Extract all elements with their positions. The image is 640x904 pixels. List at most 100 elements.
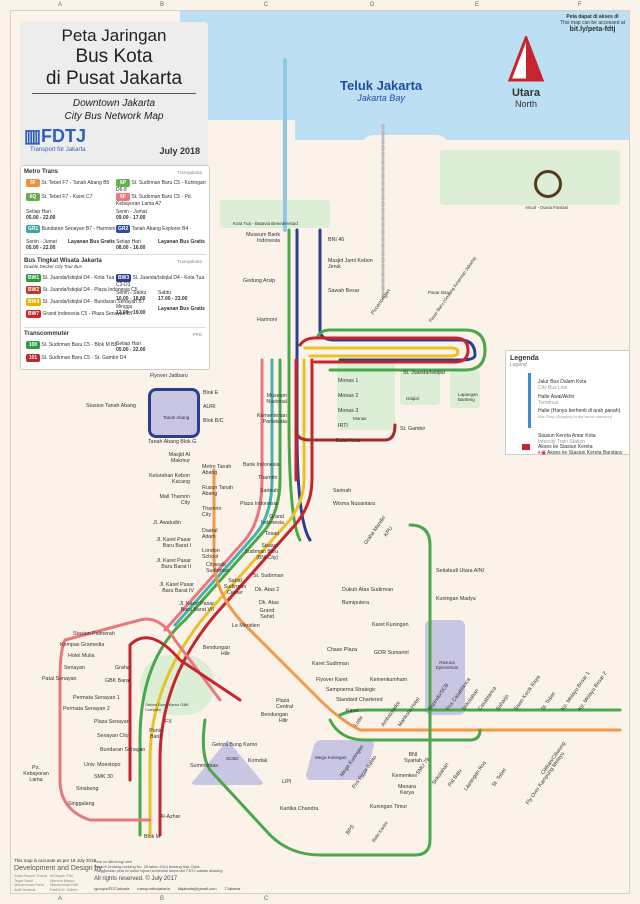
stop-gelora-bung-karno: Gelora Bung Karno [212, 742, 258, 748]
route-gr2-desc: Tanah Abang Explorer B4 [131, 226, 189, 232]
stop-flyover-karet: Flyover Karet [316, 677, 348, 683]
stop-bni-syariah: BNI Syariah [404, 752, 422, 764]
hours-time: 17.00 - 23.00 [158, 296, 188, 302]
title-line-1: Peta Jaringan [61, 26, 167, 45]
free-service-label: Layanan Bus Gratis [158, 306, 205, 312]
grid-col-e: E [475, 2, 480, 8]
landmark-scbd: SCBD [226, 756, 239, 761]
stop-masjid-jami: Masjid Jami Kebon Jeruk [328, 258, 373, 270]
landmark-gbk: Gelora Bung Karno GBK Complex [145, 702, 189, 712]
stop-permata-senayan-2: Permata Senayan 2 [63, 706, 110, 712]
brand-name: FDTJ [41, 126, 87, 146]
stop-kuningan-timur: Kuningan Timur [370, 804, 408, 810]
hours-time: 05.00 - 22.00 [26, 245, 56, 251]
credit-name: Aulia Raysid Thariq [14, 874, 47, 878]
landmark-mega-kuningan: Mega Kuningan [315, 755, 347, 760]
map-bus-icon: ▥ [24, 126, 42, 146]
stop-univ-moestopo: Univ. Moestopo [84, 762, 121, 768]
stop-grand-indonesia: Grand Indonesia [261, 514, 284, 526]
stop-ps-kebayoran-lama: Ps. Kebayoran Lama [23, 765, 49, 783]
stop-kelurahan-kebon-kacang: Kelurahan Kebon Kacang [149, 473, 190, 485]
legend-label: Akses ke Stasiun Kereta Bandara [547, 450, 622, 456]
legend-label-en: Terminus [538, 400, 559, 406]
footer-social: /groups/FDTJakarta transportforjakarta f… [94, 886, 240, 891]
stop-plaza-central: Plaza Central [276, 698, 294, 710]
stop-plaza-senayan: Plaza Senayan [94, 719, 130, 725]
route-badge-bw7: BW7 [26, 310, 42, 318]
stop-setiabudi-utara: Setiabudi Utara AINI [436, 568, 484, 574]
stop-jl-awaludin: Jl. Awaludin [153, 520, 181, 526]
stop-daarul-aitam: Daarul Aitam [202, 528, 218, 540]
footer-license: Peta ini dilindungi oleh Pasal 9 Undang-… [94, 860, 223, 874]
stop-auri: AURI [203, 404, 216, 410]
stop-dk-atas: Dk. Atas [259, 600, 279, 606]
bay-label-id: Teluk Jakarta [340, 78, 423, 93]
landmark-rasuna: Rasuna Epicentrum [435, 660, 459, 670]
monas-park [337, 360, 395, 430]
route-badge-100: 100 [26, 341, 40, 349]
lapangan-banteng [450, 370, 480, 408]
tour-bus-subtitle: Double Decker City Tour Bus [24, 264, 82, 269]
stop-permata-senayan-1: Permata Senayan 1 [73, 695, 120, 701]
stop-stasiun-tanah-abang: Stasiun Tanah Abang [86, 403, 136, 409]
stop-rusun-tanah-abang: Rusun Tanah Abang [202, 485, 234, 497]
ancol-park [440, 150, 620, 205]
north-label: Utara [511, 87, 541, 99]
title-line-2: Bus Kota [75, 46, 153, 67]
stop-blok-e: Blok E [203, 390, 219, 396]
email-link[interactable]: fdtjakarta@gmail.com [177, 886, 217, 891]
tour-bus-title: Bus Tingkat Wisata Jakarta [24, 258, 102, 264]
hours-time: 08.00 - 16.00 [116, 245, 146, 251]
stop-summitmas: Summitmas [190, 763, 218, 769]
subtitle-line-2: City Bus Network Map [64, 111, 164, 122]
footer-credits-2: Al Dayan Fitri Marsha Maura Muhammad Raf… [50, 874, 78, 892]
kota-tua-area [220, 200, 330, 228]
stop-al-azhar: Al-Azhar [160, 814, 181, 820]
stop-kartika-chandra: Kartika Chandra [280, 806, 319, 812]
access-url[interactable]: bit.ly/peta-fdtj [569, 26, 616, 33]
landmark-istiqlal: Istiqlal [406, 396, 419, 401]
stop-tosari: Tosari [265, 531, 280, 537]
title-line-3: di Pusat Jakarta [45, 68, 183, 89]
grid-col-a: A [58, 2, 63, 8]
credit-name: Fadhil M. Sabeh [50, 887, 78, 892]
stop-le-meridien: Le Meridien [232, 623, 260, 629]
tour-bus-section: Bus Tingkat Wisata Jakarta Double Decker… [24, 258, 206, 328]
grid-col-d: D [370, 2, 375, 8]
map-date: July 2018 [159, 146, 200, 156]
hours-time: 05.00 - 22.00 [116, 347, 146, 353]
stop-karet-pasar-baru-barat-4: Jl. Karet Pasar Baru Barat IV [159, 582, 194, 594]
bay-label-en: Jakarta Bay [357, 93, 405, 103]
grid-col-c-bottom: C [264, 896, 269, 902]
services-panel: Metro Trans Transjakarta 5F St. Tebet F7… [20, 165, 210, 370]
hours-days: Setiap Hari [26, 209, 51, 215]
route-badge-6f: 6F [116, 193, 130, 201]
facebook-link[interactable]: /groups/FDTJakarta [94, 886, 130, 891]
instagram-link[interactable]: transportforjakarta [137, 886, 170, 891]
legend-label: Halte Awal/Akhir [538, 394, 575, 400]
route-6f-desc: St. Sudirman Baru C5 - Pd. Kebayoran Lam… [116, 194, 192, 207]
stop-karet-kuningan: Karet Kuningan [372, 622, 409, 628]
metro-trans-section: Metro Trans Transjakarta 5F St. Tebet F7… [24, 169, 206, 255]
metro-trans-operator: Transjakarta [177, 170, 202, 175]
hours-days: Setiap Hari [116, 239, 141, 245]
stop-bank-indonesia: Bank Indonesia [243, 462, 280, 468]
bus-line-sample-icon [528, 373, 531, 428]
stop-graha: Graha [115, 665, 130, 671]
subtitle-line-1: Downtown Jakarta [72, 98, 156, 109]
legend-label-en: City Bus Line [538, 385, 568, 391]
legend-label-en: Intercity Train Station [538, 439, 585, 445]
route-badge-bw4: BW4 [26, 298, 42, 306]
grid-col-f: F [578, 2, 582, 8]
route-bw2-desc: St. Juanda/Istiqlal D4 - Plaza Indonesia… [42, 287, 138, 293]
train-icon [522, 444, 530, 450]
legend-label-en: Bus Stop (Stopping in the arrow directio… [538, 414, 613, 419]
stop-karet-pasar-baru-barat-2: Jl. Karet Pasar Baru Barat II [156, 558, 191, 570]
twitter-link[interactable]: TJakarta [224, 886, 241, 891]
route-bw3-desc: St. Juanda/Istiqlal D4 - Kota Tua C3-D3 [116, 275, 205, 288]
stop-karet-pasar-baru-barat-1: Jl. Karet Pasar Baru Barat I [156, 537, 191, 549]
stop-kemenkes: Kemenkes [392, 773, 418, 779]
stop-senayan-city: Senayan City [97, 733, 129, 739]
stop-karet: Karet [346, 708, 359, 714]
